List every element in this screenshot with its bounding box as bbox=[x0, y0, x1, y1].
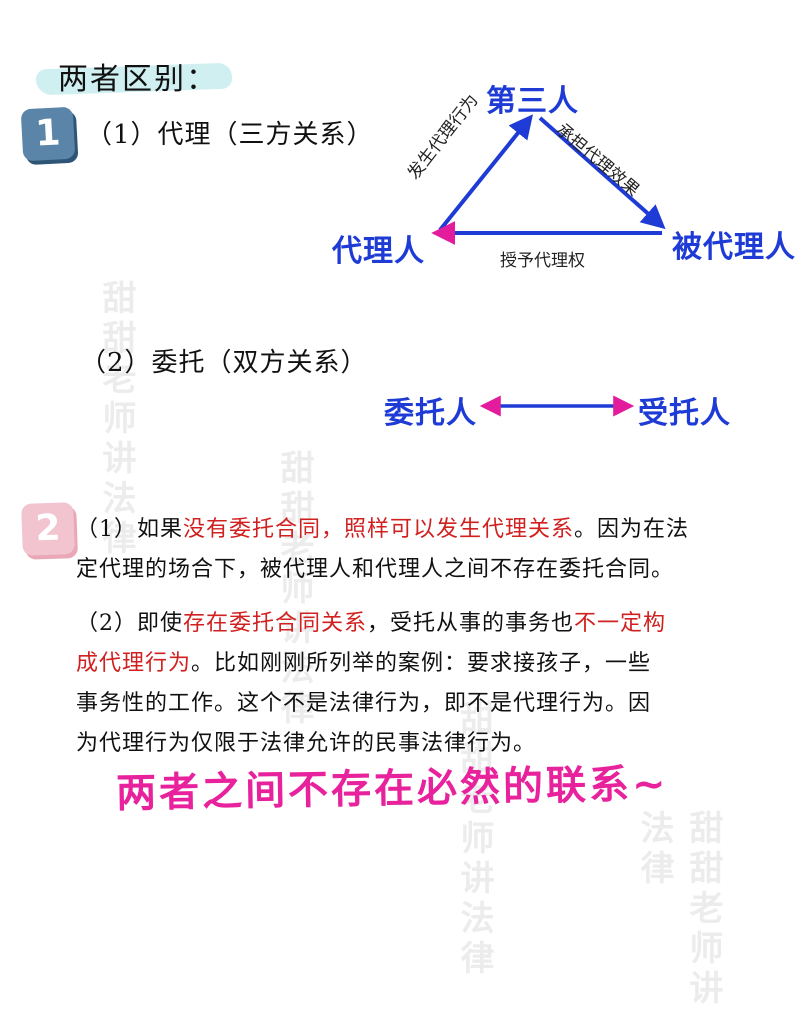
watermark: 甜甜老师讲法律 bbox=[96, 280, 136, 560]
text-span: （1）如果 bbox=[76, 517, 183, 542]
title-text: 两者区别： bbox=[58, 62, 218, 97]
red-highlight: 成代理行为 bbox=[76, 651, 192, 676]
page-title: 两者区别： bbox=[35, 50, 233, 97]
paragraph-2-line-1: （2）即使存在委托合同关系，受托从事的事务也不一定构 bbox=[76, 604, 786, 644]
text-span: （2）即使 bbox=[76, 611, 183, 636]
paragraph-2-line-3: 事务性的工作。这个不是法律行为，即不是代理行为。因 bbox=[76, 691, 652, 716]
red-highlight: 存在委托合同关系 bbox=[183, 611, 368, 636]
edge-label-grant-authority: 授予代理权 bbox=[500, 251, 585, 271]
node-agent: 代理人 bbox=[332, 234, 425, 269]
edge-agent-to-third-party bbox=[438, 114, 534, 232]
watermark: 甜甜老师讲法律 bbox=[634, 810, 723, 1010]
subheading-agency: （1）代理（三方关系） bbox=[86, 120, 374, 150]
red-highlight: 没有委托合同，照样可以发生代理关系 bbox=[183, 517, 575, 542]
paragraph-1-line-1: （1）如果没有委托合同，照样可以发生代理关系。因为在法 bbox=[76, 510, 786, 550]
text-span: 。因为在法 bbox=[574, 517, 690, 542]
paragraph-2-line-4: 为代理行为仅限于法律允许的民事法律行为。 bbox=[76, 731, 537, 756]
paragraph-2-line-2: 成代理行为。比如刚刚所列举的案例：要求接孩子，一些 bbox=[76, 644, 786, 684]
edge-third-party-to-principal bbox=[538, 116, 666, 230]
paragraph-1-line-2: 定代理的场合下，被代理人和代理人之间不存在委托合同。 bbox=[76, 557, 675, 582]
red-highlight: 不一定构 bbox=[574, 611, 667, 636]
paragraph-2: （2）即使存在委托合同关系，受托从事的事务也不一定构 成代理行为。比如刚刚所列举… bbox=[76, 604, 786, 764]
node-entrusting-party: 委托人 bbox=[384, 396, 477, 431]
text-span: ，受托从事的事务也 bbox=[367, 611, 575, 636]
conclusion-text: 两者之间不存在必然的联系~ bbox=[115, 761, 669, 817]
text-span: 。比如刚刚所列举的案例：要求接孩子，一些 bbox=[191, 651, 652, 676]
watermark: 甜甜老师讲法律 bbox=[454, 700, 494, 980]
section-badge-2: 2 bbox=[21, 502, 75, 556]
subheading-entrustment: （2）委托（双方关系） bbox=[80, 348, 368, 378]
node-principal: 被代理人 bbox=[672, 230, 796, 265]
paragraph-1: （1）如果没有委托合同，照样可以发生代理关系。因为在法 定代理的场合下，被代理人… bbox=[76, 510, 786, 590]
node-entrusted-party: 受托人 bbox=[638, 396, 731, 431]
node-third-party: 第三人 bbox=[486, 84, 579, 119]
watermark: 甜甜老师讲法律 bbox=[274, 450, 314, 730]
